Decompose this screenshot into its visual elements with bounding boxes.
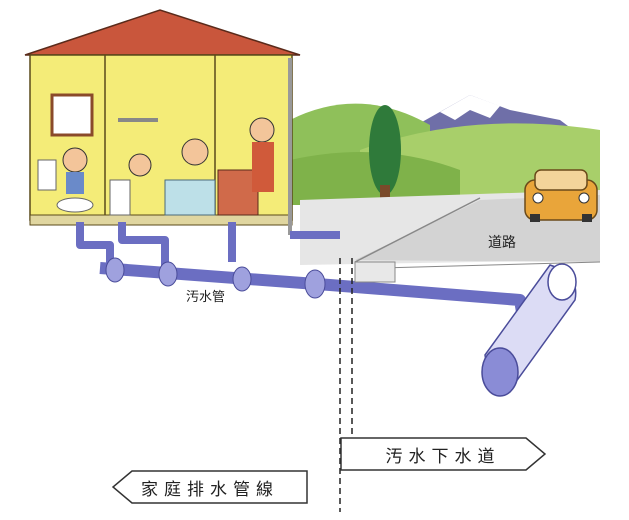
house <box>24 9 301 235</box>
public-sewer-label: 汚水下水道 <box>385 446 501 467</box>
left-arrow-shape <box>112 470 308 504</box>
road-inlet <box>354 261 396 283</box>
home-drain-arrow: 家庭排水管線 <box>112 470 308 504</box>
boundary-lines <box>339 258 353 512</box>
drain-pipes <box>76 222 340 270</box>
road-label: 道路 <box>488 235 516 251</box>
sewer-pipe <box>99 257 531 331</box>
sewer-pipe-label: 汚水管 <box>186 290 226 305</box>
home-drain-label: 家庭排水管線 <box>141 479 279 500</box>
right-arrow-shape <box>340 437 546 471</box>
car <box>524 169 598 222</box>
public-sewer-arrow: 汚水下水道 <box>340 437 546 471</box>
public-sewer-main <box>481 263 577 397</box>
